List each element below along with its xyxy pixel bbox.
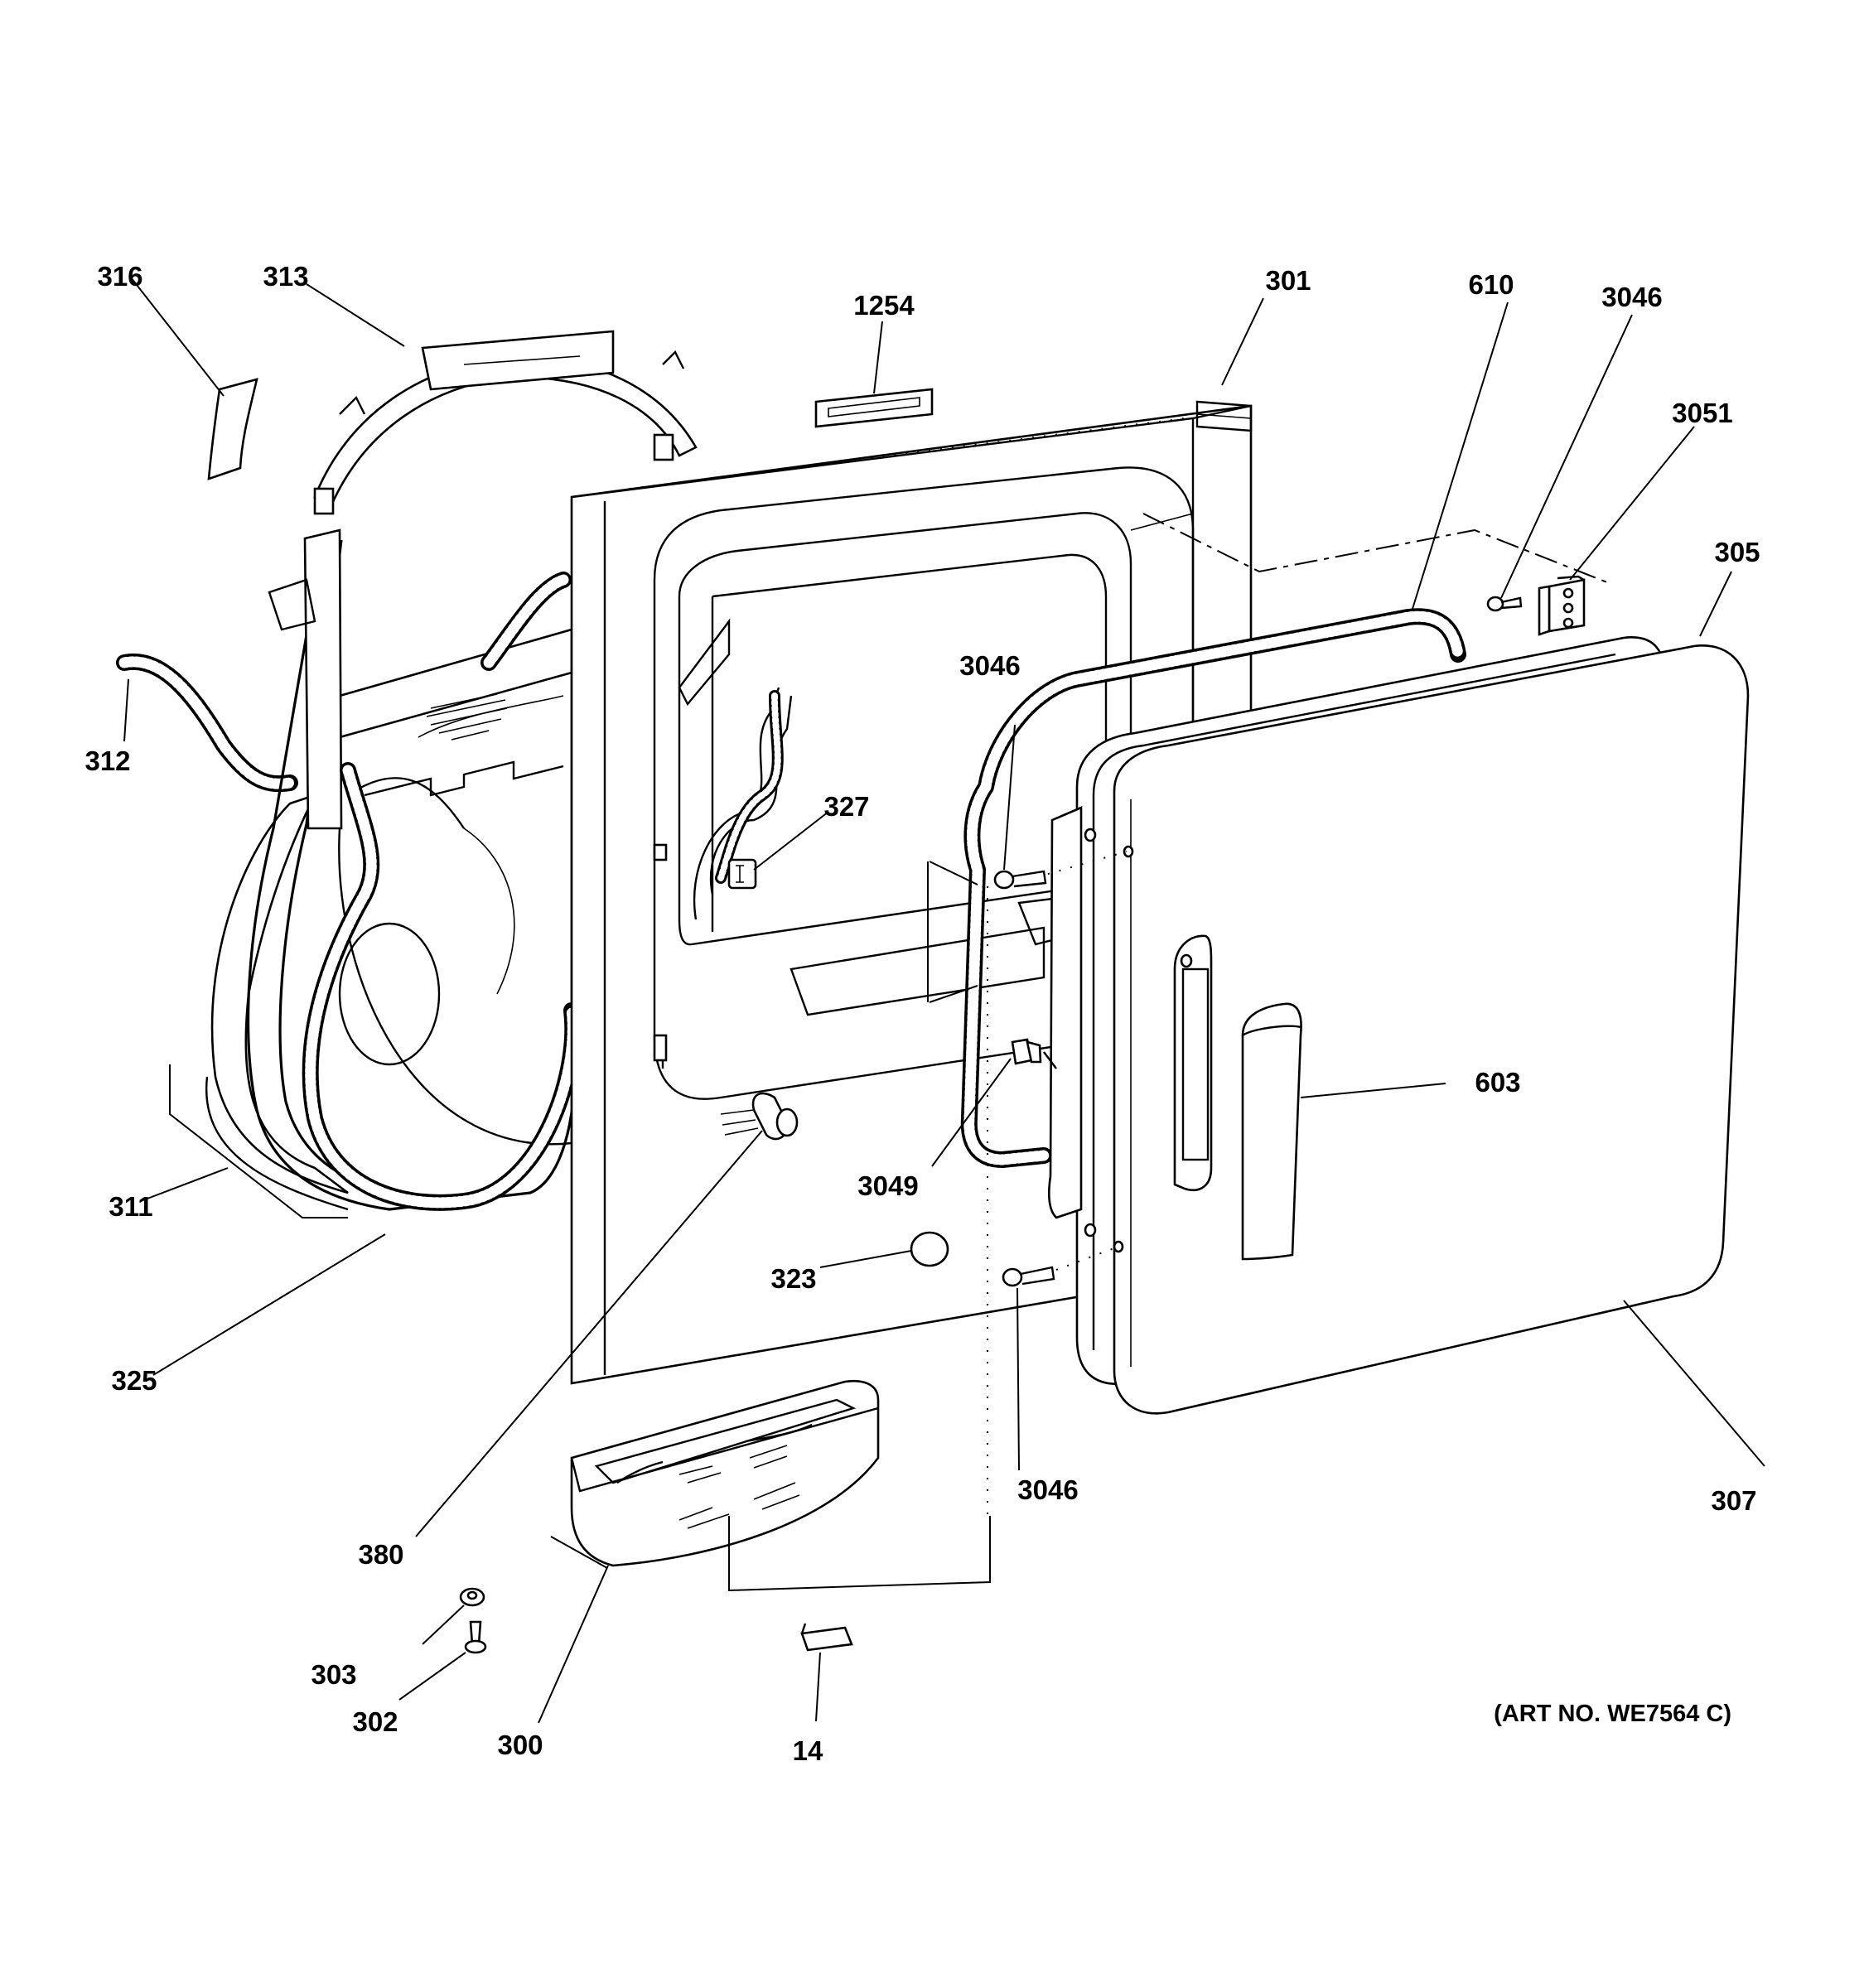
pad-316 [207, 378, 258, 480]
door-assembly [1047, 636, 1750, 1415]
badge-1254 [814, 388, 934, 428]
label-3051: 3051 [1672, 398, 1732, 428]
screw-3046-mid [993, 851, 1128, 890]
label-323: 323 [770, 1263, 816, 1294]
label-327: 327 [823, 791, 869, 822]
front-shell-311 [247, 528, 577, 1211]
drum-bulkhead-assembly [205, 628, 573, 1211]
label-300: 300 [497, 1730, 543, 1760]
felt-seal-325 [302, 762, 582, 1211]
screw-3046-top [1486, 596, 1523, 612]
label-3046-bottom: 3046 [1017, 1474, 1078, 1505]
door-gasket-610 [960, 608, 1466, 1168]
part-labels: 316 313 1254 301 610 3046 3051 305 312 3… [85, 261, 1760, 1766]
clip-14 [800, 1623, 853, 1652]
label-3049: 3049 [857, 1170, 918, 1201]
duct-seal-312 [116, 572, 572, 793]
label-1254: 1254 [853, 290, 915, 321]
filter-housing-300 [570, 1379, 880, 1567]
label-313: 313 [263, 261, 308, 292]
hinge-3051 [1538, 575, 1586, 636]
label-610: 610 [1468, 269, 1514, 300]
label-303: 303 [311, 1659, 356, 1690]
switch-327 [727, 858, 757, 890]
art-number: (ART NO. WE7564 C) [1494, 1701, 1731, 1727]
upper-bracket-313 [313, 330, 698, 515]
label-14: 14 [793, 1735, 823, 1766]
screw-3046-bottom [1002, 1246, 1119, 1287]
screw-302 [464, 1620, 487, 1654]
label-302: 302 [352, 1706, 398, 1737]
assembly-path-hinge [1142, 513, 1612, 585]
button-323 [910, 1231, 949, 1267]
label-3046-top: 3046 [1601, 282, 1662, 312]
label-603: 603 [1475, 1067, 1520, 1098]
label-312: 312 [85, 746, 130, 776]
label-380: 380 [358, 1539, 403, 1570]
callout-guides [169, 861, 991, 1592]
door-switch-380 [720, 1092, 799, 1141]
leader-lines [123, 277, 1765, 1724]
label-311: 311 [109, 1191, 152, 1222]
label-325: 325 [111, 1365, 157, 1396]
label-305: 305 [1714, 537, 1760, 567]
label-301: 301 [1265, 265, 1311, 296]
label-316: 316 [97, 261, 142, 292]
strike-3049 [1011, 1038, 1057, 1069]
washer-303 [459, 1587, 485, 1607]
label-307: 307 [1711, 1485, 1756, 1516]
label-3046-mid: 3046 [959, 650, 1020, 681]
